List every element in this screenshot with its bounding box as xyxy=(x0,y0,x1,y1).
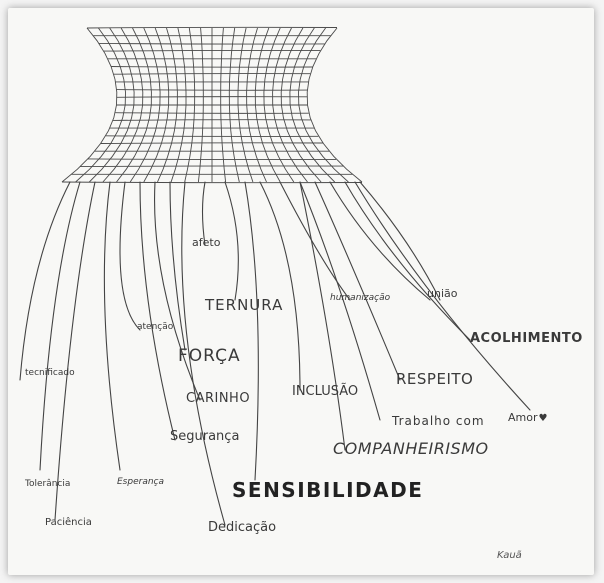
root-lines xyxy=(20,182,530,525)
word-humanizacao: humanização xyxy=(330,294,390,303)
word-companheirismo: COMPANHEIRISMO xyxy=(333,441,489,457)
grid-vertical-line xyxy=(307,28,362,182)
word-afeto: afeto xyxy=(192,237,220,248)
grid-horizontal-line xyxy=(62,182,362,183)
word-uniao: união xyxy=(427,288,457,299)
word-tolerancia: Tolerância xyxy=(25,480,70,489)
word-atencao: atenção xyxy=(137,323,173,332)
root-strand xyxy=(315,182,400,380)
artist-signature: Kauã xyxy=(497,551,522,561)
root-strand xyxy=(360,182,440,300)
root-strand xyxy=(40,182,80,470)
root-strand xyxy=(245,182,258,480)
word-esperanca: Esperança xyxy=(117,478,164,487)
word-forca: FORÇA xyxy=(178,348,241,365)
root-strand xyxy=(55,182,95,520)
word-seguranca: Segurança xyxy=(170,430,239,443)
word-amor-text: Amor xyxy=(508,411,538,424)
root-strand xyxy=(330,182,430,300)
word-sensibilidade: SENSIBILIDADE xyxy=(232,480,423,500)
root-strand xyxy=(155,182,200,400)
word-respeito: RESPEITO xyxy=(396,372,473,387)
word-carinho: CARINHO xyxy=(186,392,250,405)
word-amor: Amor♥ xyxy=(508,412,547,424)
root-strand xyxy=(225,182,238,300)
word-acolhimento: ACOLHIMENTO xyxy=(470,332,583,345)
word-ternura: TERNURA xyxy=(205,298,283,313)
word-inclusao: INCLUSÃO xyxy=(292,385,358,398)
root-strand xyxy=(300,182,345,450)
root-strand xyxy=(280,182,350,300)
root-strand xyxy=(20,182,70,380)
root-strand xyxy=(104,182,120,470)
root-strand xyxy=(120,182,140,330)
heart-icon: ♥ xyxy=(539,414,548,424)
word-paciencia: Paciência xyxy=(45,518,92,528)
word-trabalho-com: Trabalho com xyxy=(392,415,485,427)
word-tecnificado: tecnificado xyxy=(25,369,75,378)
grid-horizontal-line xyxy=(87,27,337,28)
word-dedicacao: Dedicação xyxy=(208,521,276,534)
root-strand xyxy=(260,182,300,390)
woven-grid xyxy=(62,27,362,182)
